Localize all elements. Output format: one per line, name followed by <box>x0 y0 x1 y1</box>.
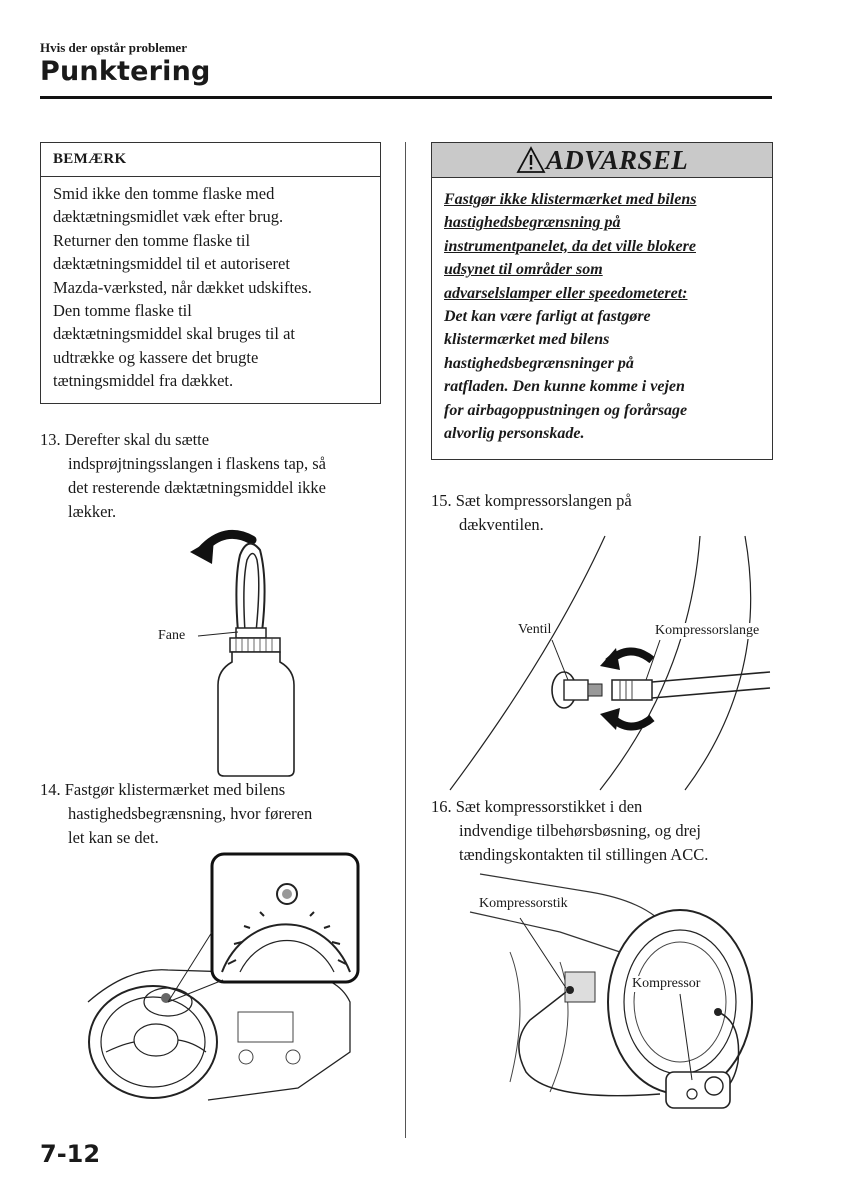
section-label: Hvis der opstår problemer <box>40 40 187 55</box>
label-kompressor: Kompressor <box>632 976 701 992</box>
step-14-line: hastighedsbegrænsning, hvor føreren <box>68 804 313 823</box>
warning-box: ADVARSEL Fastgør ikke klistermærket med … <box>431 142 773 460</box>
note-line: dæktætningsmiddel til et autoriseret <box>53 254 290 274</box>
warning-line: ratfladen. Den kunne komme i vejen <box>444 378 685 396</box>
note-line: dæktætningsmidlet væk efter brug. <box>53 207 284 227</box>
label-kompressorstik: Kompressorstik <box>479 896 568 912</box>
step-13-line: det resterende dæktætningsmiddel ikke <box>68 478 326 497</box>
page-title: Punktering <box>40 56 211 87</box>
warning-heading-bar: ADVARSEL <box>432 143 772 178</box>
step-15: 15. Sæt kompressorslangen på dækventilen… <box>431 489 632 537</box>
warning-line-underlined: udsynet til områder som <box>444 261 603 279</box>
warning-line: klistermærket med bilens <box>444 331 610 349</box>
note-box: BEMÆRK Smid ikke den tomme flaske med dæ… <box>40 142 381 404</box>
step-13: 13. Derefter skal du sætte indsprøjtning… <box>40 428 326 524</box>
dashboard-speed-sticker-illustration <box>87 852 360 1101</box>
note-line: Smid ikke den tomme flaske med <box>53 184 275 203</box>
note-line: Returner den tomme flaske til <box>53 230 251 250</box>
note-heading: BEMÆRK <box>41 143 380 177</box>
label-ventil: Ventil <box>518 622 552 638</box>
valve-hose-illustration <box>449 535 771 791</box>
label-kompressorslange: Kompressorslange <box>655 623 760 639</box>
step-15-line: 15. Sæt kompressorslangen på <box>431 491 632 510</box>
note-body: Smid ikke den tomme flaske med dæktætnin… <box>41 177 380 393</box>
warning-line: Det kan være farligt at fastgøre <box>444 308 651 326</box>
step-16-line: 16. Sæt kompressorstikket i den <box>431 797 643 816</box>
sealant-bottle-illustration <box>190 529 295 777</box>
label-fane: Fane <box>158 628 186 644</box>
step-16-line: indvendige tilbehørsbøsning, og drej <box>459 821 701 840</box>
warning-heading: ADVARSEL <box>545 145 689 175</box>
note-line: tætningsmiddel fra dækket. <box>53 371 234 391</box>
step-14-line: let kan se det. <box>68 828 159 847</box>
step-13-line: lækker. <box>68 502 117 521</box>
warning-line: alvorlig personskade. <box>444 425 585 443</box>
warning-line-underlined: advarselslamper eller speedometeret: <box>444 284 688 302</box>
step-16-line: tændingskontakten til stillingen ACC. <box>459 845 709 864</box>
step-14-line: 14. Fastgør klistermærket med bilens <box>40 780 286 799</box>
column-divider <box>405 142 406 1138</box>
step-16: 16. Sæt kompressorstikket i den indvendi… <box>431 795 708 867</box>
step-15-line: dækventilen. <box>459 515 544 534</box>
note-line: Mazda-værksted, når dækket udskiftes. <box>53 277 312 297</box>
step-13-line: 13. Derefter skal du sætte <box>40 430 210 449</box>
step-13-line: indsprøjtningsslangen i flaskens tap, så <box>68 454 327 473</box>
warning-line-underlined: hastighedsbegrænsning på <box>444 214 621 232</box>
note-line: dæktætningsmiddel skal bruges til at <box>53 324 295 344</box>
warning-line: for airbagoppustningen og forårsage <box>444 401 688 419</box>
page-number: 7-12 <box>40 1140 101 1168</box>
warning-body: Fastgør ikke klistermærket med bilens ha… <box>432 178 772 445</box>
warning-line: hastighedsbegrænsninger på <box>444 354 634 372</box>
note-line: Den tomme flaske til <box>53 301 192 321</box>
compressor-connection-illustration <box>469 873 753 1109</box>
step-14: 14. Fastgør klistermærket med bilens has… <box>40 778 312 850</box>
header-rule <box>40 96 772 99</box>
warning-line-underlined: instrumentpanelet, da det ville blokere <box>444 237 696 255</box>
warning-triangle-icon <box>516 146 546 173</box>
warning-line-underlined: Fastgør ikke klistermærket med bilens <box>444 191 697 208</box>
note-line: udtrække og kassere det brugte <box>53 347 259 367</box>
